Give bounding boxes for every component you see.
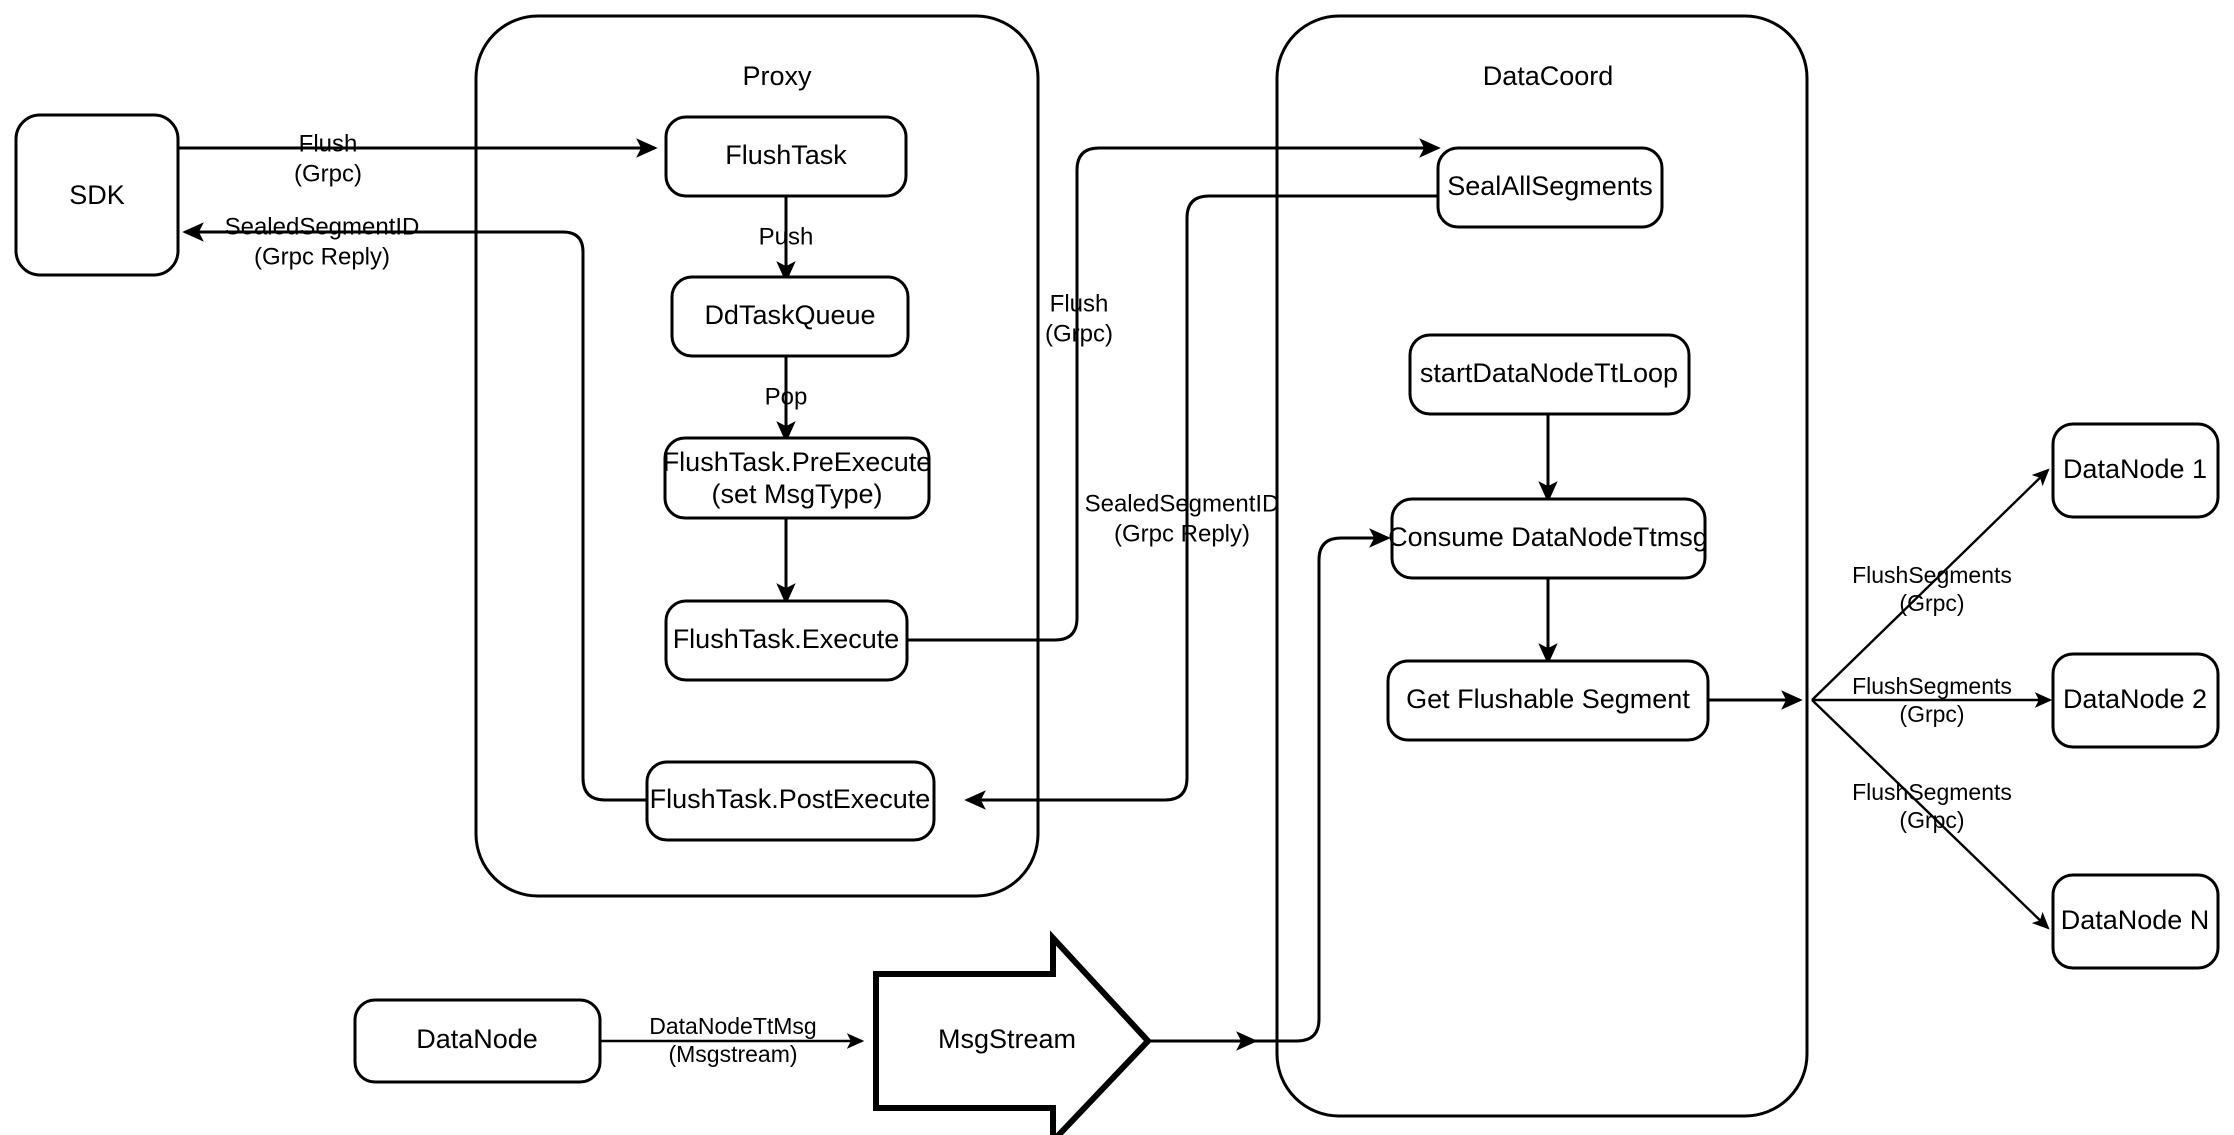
edge-label-flushsegments-n-line1: FlushSegments [1852,779,2012,805]
node-sealallsegments[interactable] [1436,146,1664,229]
group-proxy-label: Proxy [742,61,812,91]
edge-label-sealed-sdk-line2: (Grpc Reply) [254,243,390,270]
node-get-flushable-segment[interactable] [1386,659,1710,742]
edge-hub-to-datanode1 [1811,468,2050,701]
edge-label-sealed-proxy-line1: SealedSegmentID [1085,490,1280,517]
edge-label-sealed-proxy-line2: (Grpc Reply) [1114,520,1250,547]
edge-datacoord-ttmsg-riser [1255,528,1391,1043]
edge-label-flush-dc-line2: (Grpc) [1045,320,1113,347]
node-flushtask[interactable] [664,115,908,198]
node-startdatanodettloop-label: startDataNodeTtLoop [1420,358,1678,388]
edge-label-datanodettmsg-line1: DataNodeTtMsg [649,1013,816,1039]
edge-label-flushsegments-1-line1: FlushSegments [1852,562,2012,588]
node-flushtask-postexecute[interactable] [645,760,936,842]
node-msgstream[interactable] [873,930,1153,1135]
edge-label-sealed-sdk-line1: SealedSegmentID [225,213,420,240]
node-sealallsegments-label: SealAllSegments [1447,171,1653,201]
node-datanode-2[interactable] [2051,652,2220,749]
node-flushtask-label: FlushTask [725,140,847,170]
node-datanode-2-label: DataNode 2 [2063,684,2207,714]
edge-label-push: Push [759,223,814,250]
edge-label-flush-dc-line1: Flush [1050,290,1109,317]
node-ddtaskqueue[interactable] [670,275,910,358]
group-datacoord [1275,14,1809,1118]
edge-label-flushsegments-2-line2: (Grpc) [1899,701,1964,727]
node-ddtaskqueue-label: DdTaskQueue [704,300,875,330]
node-datanode-1[interactable] [2051,422,2220,519]
node-datanode-bottom-label: DataNode [416,1024,538,1054]
node-datanode-n-label: DataNode N [2061,905,2210,935]
node-flushtask-execute-label: FlushTask.Execute [673,624,900,654]
edge-label-datanodettmsg-line2: (Msgstream) [668,1041,797,1067]
node-flushtask-preexecute[interactable] [663,436,931,520]
node-datanode-n[interactable] [2051,873,2220,970]
edge-label-flush-grpc-line1: Flush [299,130,358,157]
node-datanode-bottom[interactable] [353,998,602,1084]
node-consume-datanodettmsg-label: Consume DataNodeTtmsg [1388,522,1708,552]
group-proxy [474,14,1040,898]
edge-datacoord-to-proxy [964,194,1438,810]
edge-execute-to-datacoord [907,138,1441,642]
node-flushtask-execute[interactable] [664,599,909,682]
node-sdk-label: SDK [69,180,125,210]
edge-hub-to-datanoden [1811,699,2050,930]
edge-label-pop: Pop [765,383,808,410]
edge-label-flush-grpc-line2: (Grpc) [294,160,362,187]
node-flushtask-preexecute-label-line1: FlushTask.PreExecute [663,447,932,477]
node-msgstream-label: MsgStream [938,1024,1076,1054]
edge-label-flushsegments-2-line1: FlushSegments [1852,673,2012,699]
group-datacoord-label: DataCoord [1483,61,1614,91]
node-flushtask-postexecute-label: FlushTask.PostExecute [650,784,931,814]
node-flushtask-preexecute-label-line2: (set MsgType) [711,479,882,509]
edge-label-flushsegments-n-line2: (Grpc) [1899,807,1964,833]
node-startdatanodettloop[interactable] [1408,333,1691,416]
node-consume-datanodettmsg[interactable] [1390,497,1707,580]
edge-label-flushsegments-1-line2: (Grpc) [1899,590,1964,616]
edge-proxy-to-sdk [182,222,660,802]
node-get-flushable-segment-label: Get Flushable Segment [1406,684,1690,714]
node-datanode-1-label: DataNode 1 [2063,454,2207,484]
node-sdk[interactable] [14,113,180,277]
